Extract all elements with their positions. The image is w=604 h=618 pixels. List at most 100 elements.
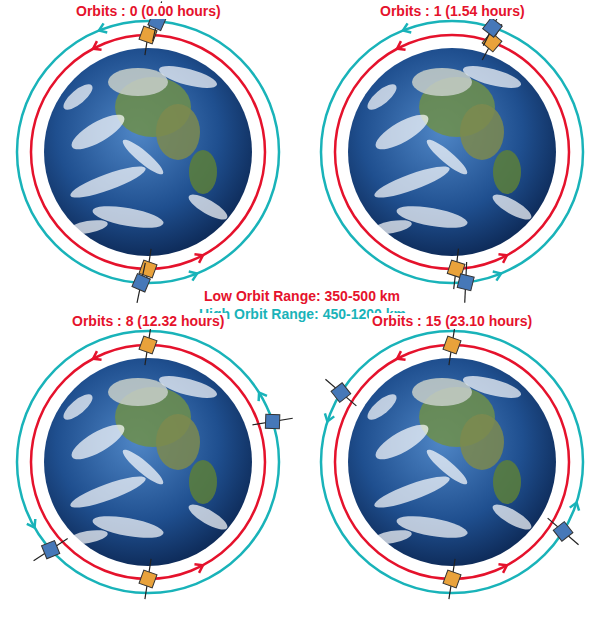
satellite: [135, 558, 162, 600]
satellite-body: [139, 336, 157, 354]
cloud: [157, 372, 219, 403]
cloud: [423, 446, 471, 489]
cloud: [371, 218, 412, 237]
cloud: [372, 471, 453, 513]
panel-title: Orbits : 0 (0.00 hours): [73, 3, 224, 19]
land-mass: [493, 150, 521, 194]
panel-title: Orbits : 8 (12.32 hours): [69, 313, 227, 329]
low-orbit: [335, 345, 569, 579]
cloud: [489, 190, 534, 224]
cloud: [60, 390, 97, 424]
cloud: [461, 372, 523, 403]
orbit-arrowhead: [498, 564, 506, 573]
earth-globe: [348, 358, 556, 566]
orbit-arrowhead: [189, 272, 197, 281]
satellite: [29, 536, 71, 564]
panel-title: Orbits : 1 (1.54 hours): [377, 3, 528, 19]
satellite-body: [483, 18, 503, 38]
land-mass: [156, 104, 200, 160]
land-mass: [108, 378, 168, 406]
orbit-arrowhead: [397, 351, 405, 360]
satellite: [439, 324, 466, 366]
panel-title: Orbits : 15 (23.10 hours): [369, 313, 535, 329]
low-orbit: [335, 35, 569, 269]
cloud: [157, 62, 219, 93]
earth-globe: [44, 48, 252, 256]
land-mass: [189, 460, 217, 504]
satellite: [252, 414, 292, 429]
satellite-antenna: [137, 325, 158, 365]
orbit-arrowhead: [259, 393, 267, 402]
satellite-body: [331, 383, 351, 403]
orbit-arrowhead: [397, 41, 405, 50]
land-mass: [189, 150, 217, 194]
satellite-antenna: [31, 538, 71, 560]
satellite-body: [457, 274, 474, 291]
satellite: [454, 261, 477, 303]
satellite-antenna: [325, 374, 356, 410]
cloud: [364, 80, 401, 114]
orbit-arrowhead: [93, 41, 101, 50]
cloud: [68, 161, 149, 203]
land-mass: [493, 460, 521, 504]
satellite-antenna: [441, 559, 462, 599]
earth: [44, 48, 252, 256]
orbit-arrowhead: [93, 351, 101, 360]
cloud: [67, 418, 129, 465]
high-orbit: [17, 331, 279, 593]
earth: [44, 358, 252, 566]
cloud: [423, 136, 471, 179]
satellite-body: [139, 570, 157, 588]
cloud: [371, 418, 433, 465]
land-mass: [412, 68, 472, 96]
satellite-body: [42, 541, 60, 559]
orbit-arrowhead: [570, 502, 579, 510]
low-orbit: [31, 345, 265, 579]
high-orbit: [17, 21, 279, 283]
cloud: [364, 390, 401, 424]
orbit-arrowhead: [194, 254, 202, 263]
earth: [348, 358, 556, 566]
satellite-body: [443, 570, 461, 588]
satellite: [545, 511, 581, 551]
cloud: [60, 80, 97, 114]
land-mass: [412, 378, 472, 406]
land-mass: [460, 104, 504, 160]
land-mass: [108, 68, 168, 96]
satellite: [127, 262, 156, 304]
high-orbit: [321, 21, 583, 283]
land-mass: [460, 414, 504, 470]
satellite-antenna: [441, 325, 462, 365]
cloud: [371, 528, 412, 547]
cloud: [119, 446, 167, 489]
orbit-range-note: Low Orbit Range: 350-500 km: [201, 288, 403, 304]
cloud: [371, 108, 433, 155]
satellite-antenna: [130, 263, 153, 303]
cloud: [67, 108, 129, 155]
orbit-arrowhead: [325, 413, 334, 421]
cloud: [67, 218, 108, 237]
orbit-arrowhead: [493, 272, 501, 281]
land-mass: [156, 414, 200, 470]
cloud: [372, 161, 453, 203]
cloud: [185, 190, 230, 224]
earth-globe: [348, 48, 556, 256]
cloud: [119, 136, 167, 179]
satellite-antenna: [457, 262, 474, 303]
satellite-antenna: [137, 559, 158, 599]
satellite: [439, 558, 466, 600]
cloud: [67, 528, 108, 547]
satellite-body: [443, 336, 461, 354]
satellite-body: [553, 522, 573, 542]
satellite-body: [132, 274, 150, 292]
satellite: [323, 373, 359, 413]
orbit-arrowhead: [194, 564, 202, 573]
high-orbit: [321, 331, 583, 593]
cloud: [185, 500, 230, 534]
earth-globe: [44, 358, 252, 566]
earth: [348, 48, 556, 256]
satellite-body: [265, 414, 279, 428]
cloud: [68, 471, 149, 513]
satellite: [135, 324, 162, 366]
orbit-arrowhead: [498, 254, 506, 263]
